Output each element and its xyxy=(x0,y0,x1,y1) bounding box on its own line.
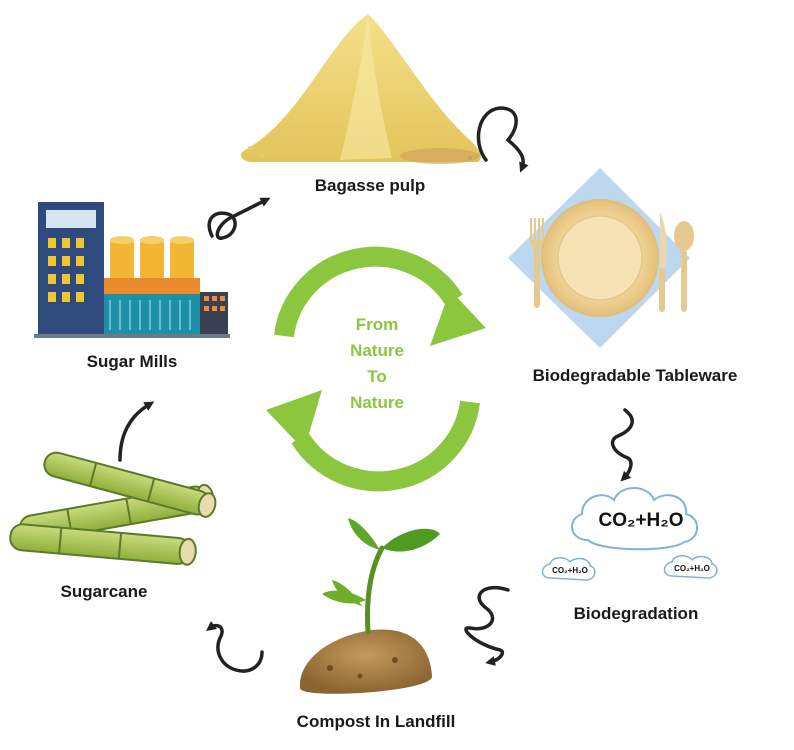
cycle-center-text: From Nature To Nature xyxy=(312,312,442,416)
center-line-2: Nature xyxy=(350,341,404,360)
curly-arrow-icon xyxy=(207,197,271,240)
label-biodegradation: Biodegradation xyxy=(573,604,699,623)
label-biodegradable-tableware: Biodegradable Tableware xyxy=(532,366,738,385)
cloud-small-text-right: CO₂+H₂O xyxy=(674,564,710,573)
cloud-main-text: CO₂+H₂O xyxy=(598,510,684,531)
curly-arrow-icon xyxy=(476,106,529,173)
label-compost-in-landfill: Compost In Landfill xyxy=(296,712,456,731)
label-bagasse-pulp: Bagasse pulp xyxy=(314,176,426,195)
curly-arrow-icon xyxy=(464,585,510,666)
curly-arrow-icon xyxy=(610,408,634,482)
label-sugarcane: Sugarcane xyxy=(60,582,148,601)
curly-arrow-icon xyxy=(118,401,155,462)
seedling-icon xyxy=(299,518,440,694)
recycle-cycle-icon xyxy=(266,246,486,492)
cloud-small-text-left: CO₂+H₂O xyxy=(552,566,588,575)
label-sugar-mills: Sugar Mills xyxy=(86,352,178,371)
center-line-4: Nature xyxy=(350,393,404,412)
bagasse-pile-icon xyxy=(240,14,481,164)
tableware-icon xyxy=(508,168,694,348)
cloud-icon xyxy=(541,487,718,581)
center-line-3: To xyxy=(367,367,387,386)
sugarcane-icon xyxy=(9,451,217,566)
curly-arrow-icon xyxy=(205,621,264,673)
center-line-1: From xyxy=(355,315,399,334)
factory-icon xyxy=(34,202,230,338)
